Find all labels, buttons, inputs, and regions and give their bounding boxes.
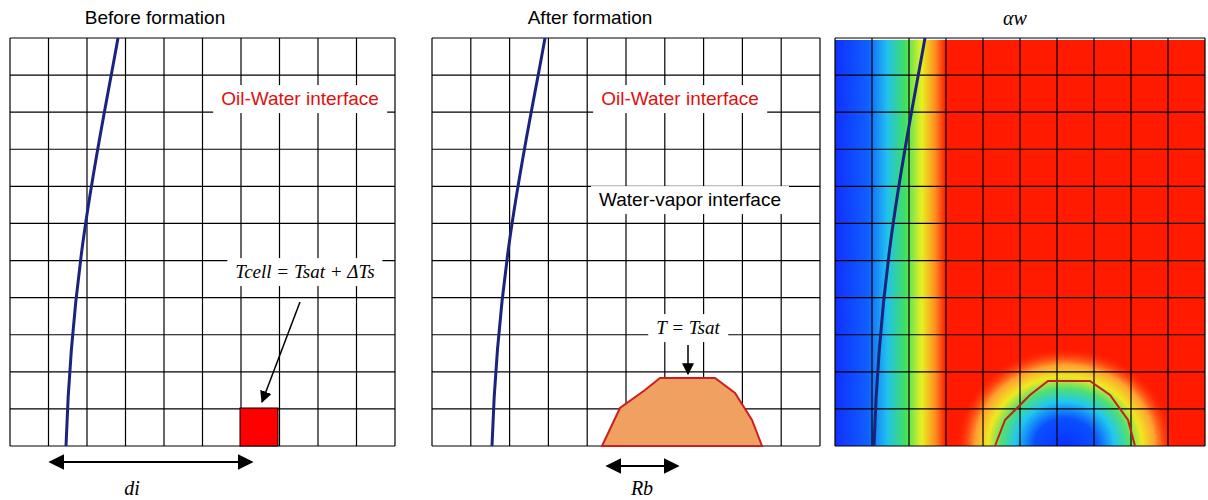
oil-water-interface	[66, 38, 118, 446]
superheated-cell	[240, 408, 278, 446]
panel-title: Before formation	[85, 7, 225, 29]
mesh-grid	[10, 38, 1205, 446]
panel-title: After formation	[528, 7, 653, 29]
dimension-label: Rb	[631, 477, 653, 500]
panel-title: αw	[1003, 7, 1027, 30]
bubble-outline	[995, 381, 1135, 446]
dimension-arrow	[50, 461, 252, 463]
dimension-label: di	[124, 477, 140, 500]
region-label: Water-vapor interface	[591, 186, 789, 214]
region-label: Oil-Water interface	[213, 85, 387, 113]
oil-water-interface	[874, 38, 925, 446]
leader-arrow	[687, 345, 689, 374]
vapor-bubble	[602, 378, 762, 446]
dimension-arrow	[607, 465, 678, 467]
oil-water-interface	[492, 38, 545, 446]
leader-arrow	[262, 302, 300, 402]
equation-label: Tcell = Tsat + ΔTs	[227, 258, 382, 286]
equation-label: T = Tsat	[648, 314, 728, 342]
region-label: Oil-Water interface	[593, 85, 767, 113]
